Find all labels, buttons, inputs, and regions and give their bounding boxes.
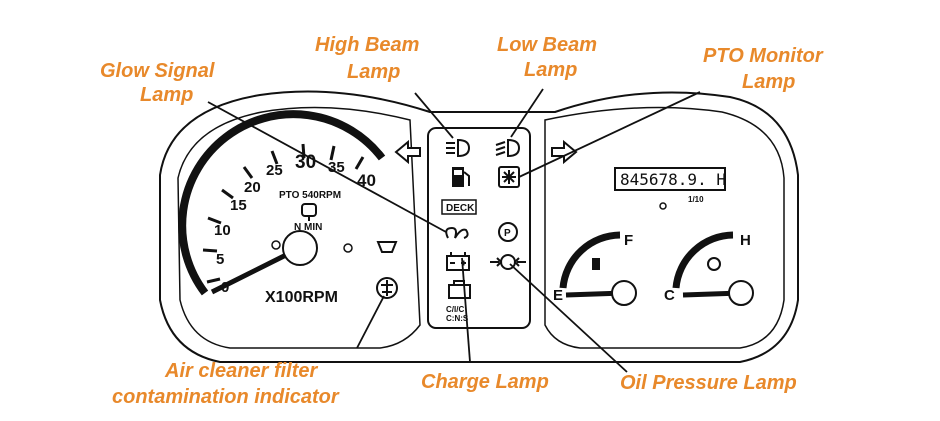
battery-charge-icon (446, 252, 470, 271)
callout-oil-pressure-lamp: Oil Pressure Lamp (620, 372, 797, 394)
leader-charge-lamp (461, 257, 471, 363)
callout-glow-signal-1: Glow Signal (100, 60, 215, 82)
fuel-needle-hub (611, 280, 637, 306)
fuel-full-label: F (624, 232, 633, 249)
callout-high-beam-2: Lamp (347, 61, 400, 83)
temp-cold-label: C (664, 287, 675, 304)
nmin-label: N MIN (294, 222, 322, 233)
leader-oil-pressure (509, 263, 628, 373)
tach-tick-25: 25 (266, 162, 283, 179)
air-filter-icon (376, 241, 398, 299)
panel-bottom-label-2: C:N:S (446, 314, 469, 323)
pto-rpm-label: PTO 540RPM (279, 190, 341, 201)
fuel-gauge: F E (553, 231, 637, 306)
leader-lines (207, 88, 701, 373)
fuel-empty-label: E (553, 287, 563, 304)
callout-charge-lamp: Charge Lamp (421, 371, 549, 393)
deck-badge: DECK (441, 199, 477, 215)
low-beam-icon (495, 138, 521, 158)
turn-left-arrow-icon (394, 139, 421, 165)
temp-hot-label: H (740, 232, 751, 249)
tach-tick-15: 15 (230, 197, 247, 214)
leader-high-beam (414, 92, 454, 139)
tach-tick-40: 40 (357, 171, 376, 190)
tach-screw-2 (343, 243, 353, 253)
callout-air-cleaner-1: Air cleaner filter (164, 360, 319, 382)
callout-high-beam-1: High Beam (315, 34, 419, 56)
fuel-pump-icon (452, 167, 470, 187)
leader-low-beam (510, 88, 544, 138)
leader-pto-monitor (518, 91, 701, 178)
svg-text:DECK: DECK (446, 203, 475, 214)
odometer-display (614, 167, 726, 191)
engine-oil-can-icon (301, 203, 317, 221)
callout-glow-signal-2: Lamp (140, 84, 193, 106)
tach-tick-10: 10 (214, 222, 231, 239)
tach-tick-5: 5 (216, 251, 224, 268)
parking-brake-icon: P (498, 222, 518, 242)
glow-plug-icon (445, 226, 469, 239)
svg-text:P: P (504, 228, 511, 239)
tach-tick-20: 20 (244, 179, 261, 196)
right-cluster: 845678.9. H 1/10 F E H C (553, 167, 754, 306)
tach-needle-hub (282, 230, 318, 266)
panel-bottom-label-1: C/I/C (446, 305, 464, 314)
callout-low-beam-1: Low Beam (497, 34, 597, 56)
coolant-temp-icon (707, 257, 721, 271)
callout-pto-monitor-2: Lamp (742, 71, 795, 93)
fuel-gauge-icon (592, 258, 600, 270)
tach-tick-marks (202, 143, 365, 284)
leader-glow-signal (207, 101, 447, 233)
odometer-sub-label: 1/10 (688, 195, 704, 204)
callout-pto-monitor-1: PTO Monitor (703, 45, 824, 67)
indicator-dot (659, 202, 667, 210)
callout-air-cleaner-2: contamination indicator (112, 386, 340, 408)
tach-screw (271, 240, 281, 250)
oil-pressure-icon (490, 254, 526, 270)
temp-needle-hub (728, 280, 754, 306)
tach-unit-label: X100RPM (265, 289, 338, 306)
temp-gauge: H C (664, 231, 754, 306)
callout-low-beam-2: Lamp (524, 59, 577, 81)
tachometer: 0 5 10 15 20 25 30 35 40 PTO 540RPM N MI… (178, 110, 398, 306)
turn-right-arrow-icon (551, 139, 578, 165)
odometer-value: 845678.9. H (620, 170, 726, 189)
cluster-housing (159, 90, 799, 363)
indicator-panel: DECK P C/I/C C:N:S (427, 127, 531, 329)
leader-air-cleaner (356, 295, 385, 349)
high-beam-icon (446, 138, 471, 158)
tach-tick-35: 35 (328, 159, 345, 176)
